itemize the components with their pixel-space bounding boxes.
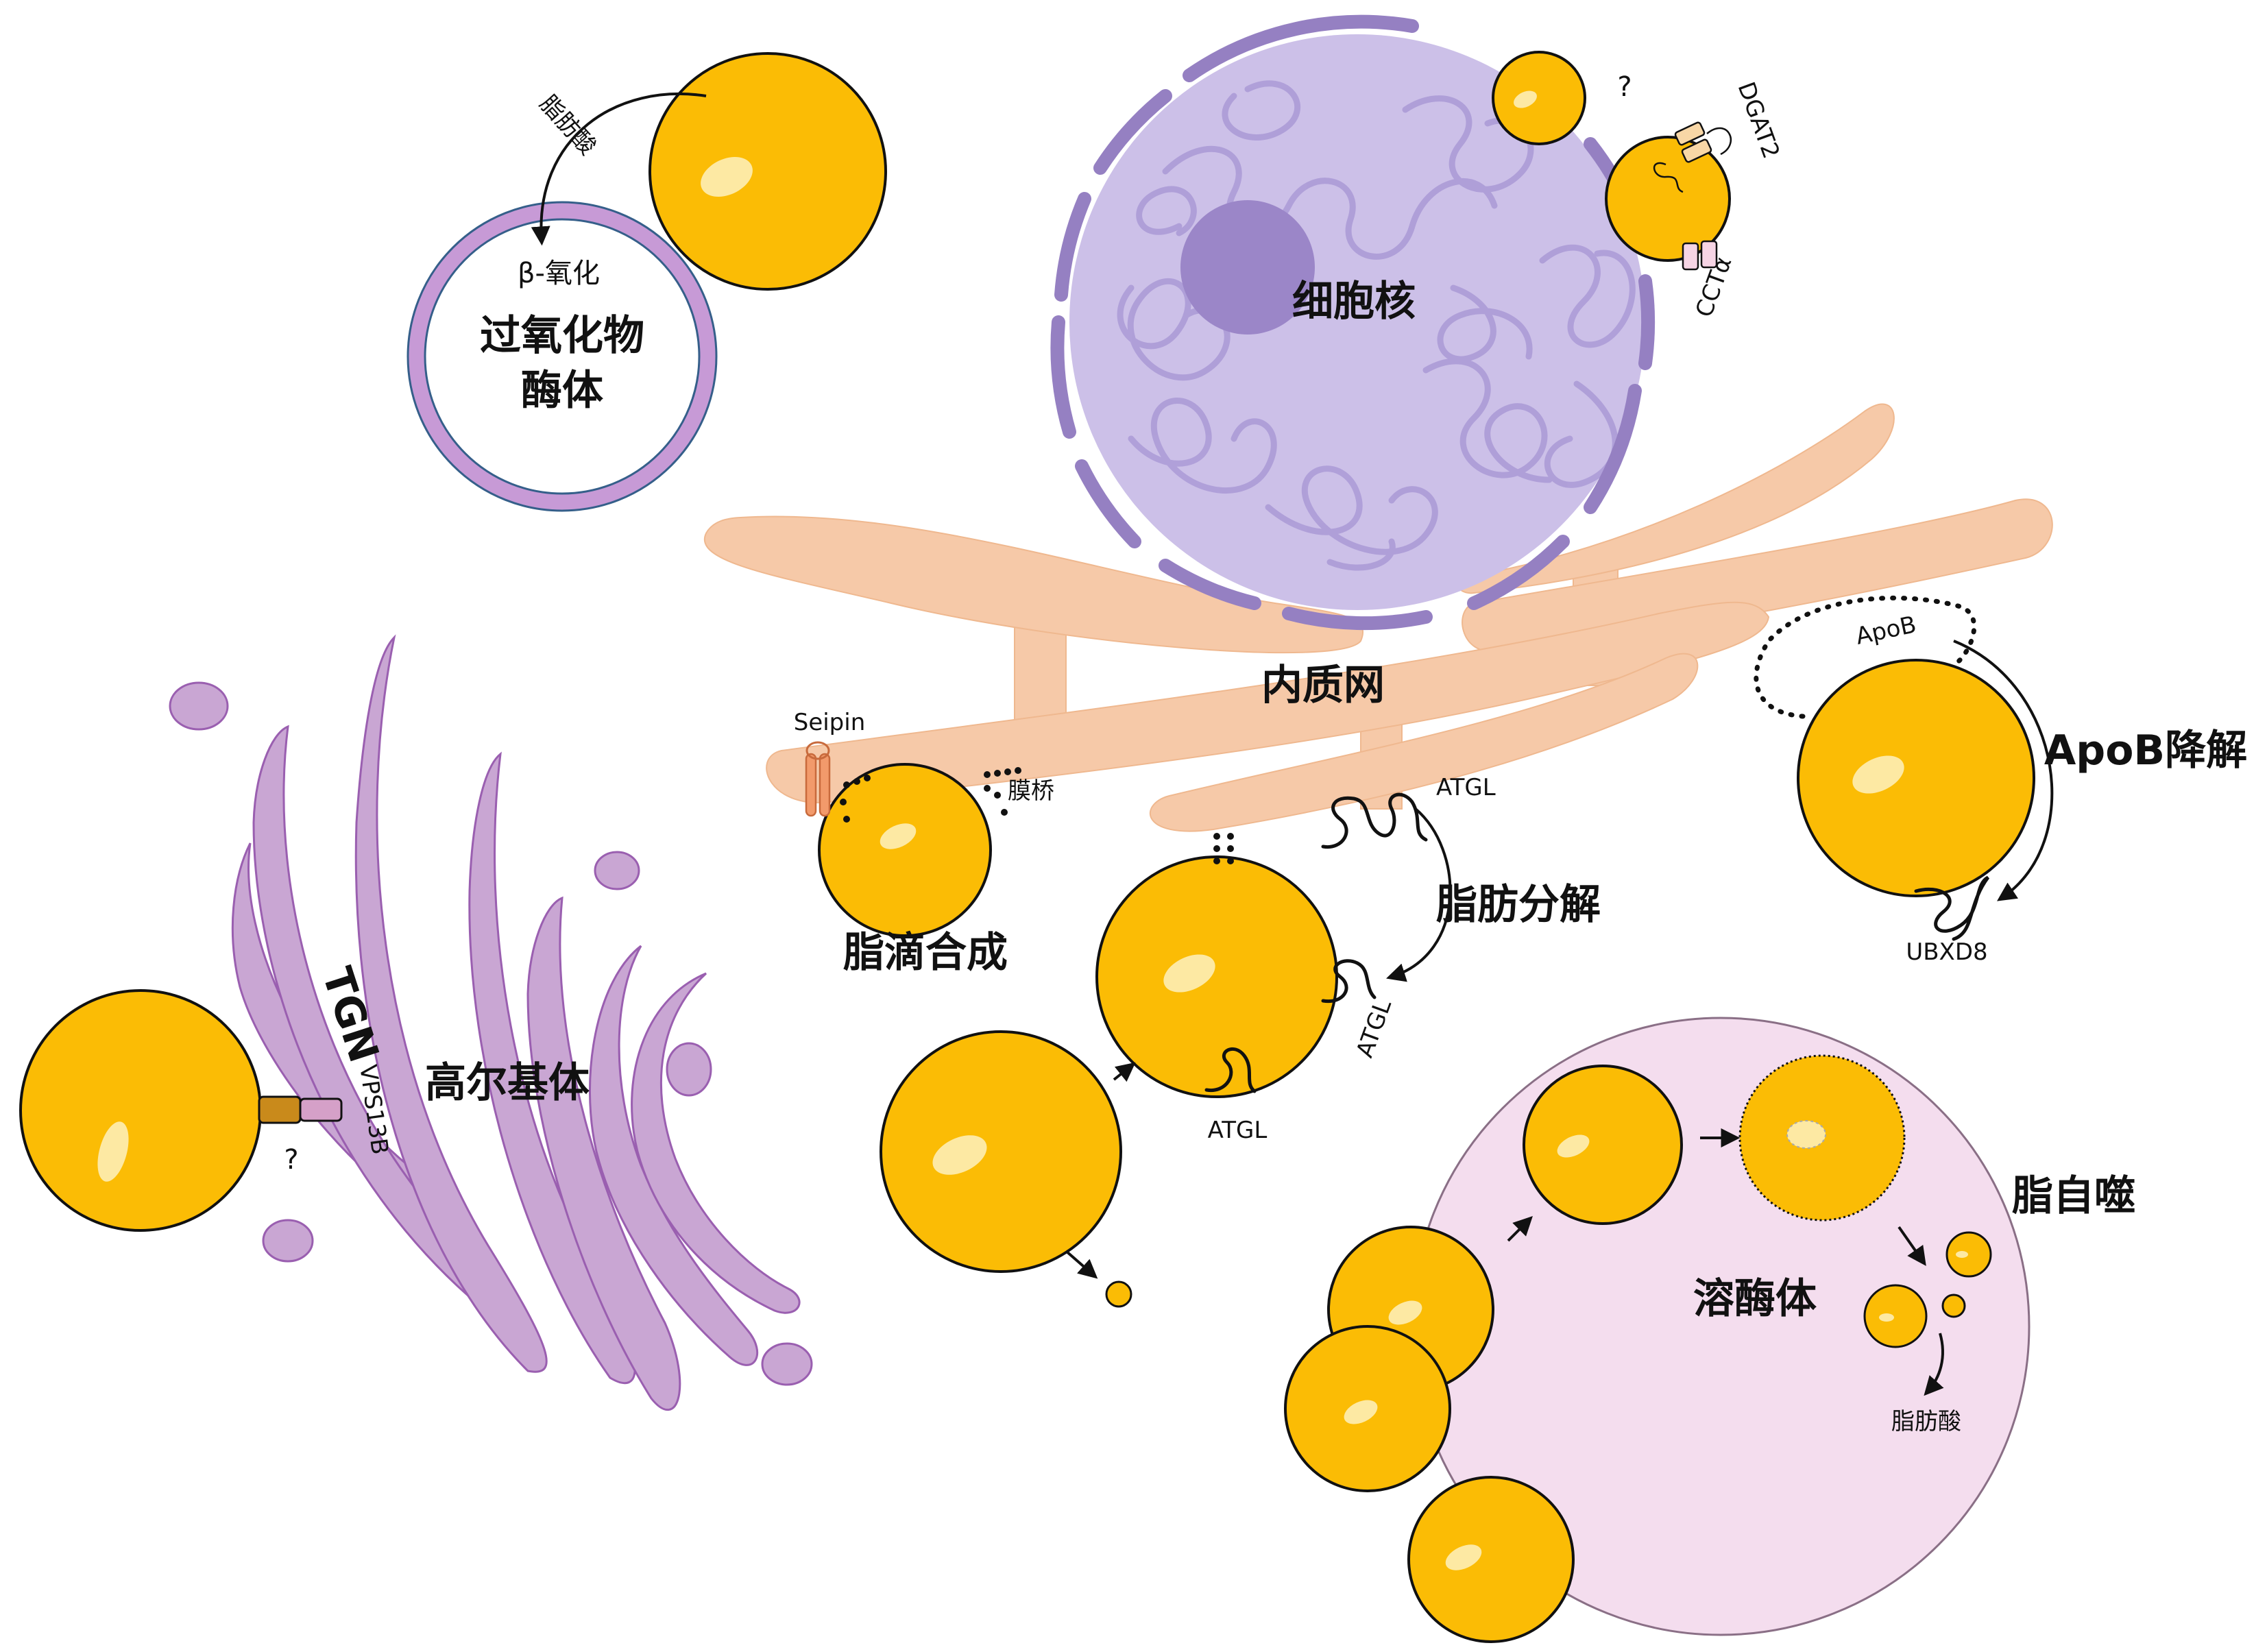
lipid-droplet-highlight <box>701 156 753 197</box>
seipin-label: Seipin <box>794 709 866 736</box>
arrow-into-lysosome <box>1507 1216 1533 1242</box>
ubxd8-label: UBXD8 <box>1906 938 1987 966</box>
atgl-label-bottom: ATGL <box>1208 1117 1268 1144</box>
atgl-protein-icon <box>1321 792 1428 849</box>
nucleus-label: 细胞核 <box>1292 278 1416 326</box>
peroxisome-label-line2: 酶体 <box>521 367 603 415</box>
peroxisome-lumen <box>424 218 701 495</box>
fatty-acid-arrow-peroxisome <box>531 92 707 246</box>
lipid-droplet-fragment <box>1945 1231 1992 1278</box>
question-mark-golgi: ? <box>284 1144 298 1176</box>
lipid-droplet-bottom <box>1407 1476 1575 1643</box>
lipid-droplet-apob <box>1797 659 2035 897</box>
ld-synthesis-label: 脂滴合成 <box>843 929 1008 977</box>
golgi-cisterna-5 <box>526 896 681 1411</box>
peroxisome: 过氧化物 酶体 β-氧化 <box>407 201 718 512</box>
arrow-to-lipolysis-droplet <box>1113 1062 1136 1082</box>
lipophagy-label: 脂自噬 <box>2012 1172 2135 1220</box>
nucleus: 细胞核 <box>1050 14 1656 631</box>
beta-oxidation-label: β-氧化 <box>518 258 600 289</box>
golgi-vesicle <box>666 1042 712 1097</box>
golgi-cisterna-7 <box>631 972 801 1314</box>
golgi-vesicle <box>169 681 229 731</box>
lipid-droplet-autophagosome <box>1523 1065 1683 1225</box>
nuclear-envelope <box>1050 14 1656 631</box>
golgi-apparatus <box>169 634 813 1411</box>
lipolysis-arrow <box>1385 807 1452 982</box>
endoplasmic-reticulum <box>703 403 2053 832</box>
lipid-droplet-synthesis <box>818 763 992 937</box>
lipid-droplet-tiny <box>1105 1280 1132 1308</box>
apob-degradation-arrow <box>1953 640 2054 901</box>
apob-dotted-envelope <box>1754 595 1977 719</box>
er-sheet-lower <box>1149 653 1699 832</box>
question-mark-nucleus: ? <box>1617 71 1632 103</box>
ubxd8-protein-icon <box>1914 875 1990 941</box>
dgat2-protein-icon <box>1653 121 1732 193</box>
golgi-vesicle <box>761 1342 813 1386</box>
ccta-protein-icon <box>1682 240 1718 271</box>
seipin-protein-icon <box>805 741 831 817</box>
lipid-droplet-fragment <box>1863 1284 1928 1348</box>
atgl-protein-icon <box>1321 959 1377 1004</box>
lipid-droplet-degrading <box>1738 1054 1906 1222</box>
golgi-cisterna-6 <box>588 945 759 1366</box>
dgat2-label: DGAT2 <box>1732 78 1785 162</box>
atgl-label-side: ATGL <box>1351 996 1397 1061</box>
lipolysis-label: 脂肪分解 <box>1436 881 1601 929</box>
membrane-bridge-label: 膜桥 <box>1008 777 1054 805</box>
arrow-to-fragments <box>1898 1226 1926 1266</box>
atgl-label-top: ATGL <box>1436 774 1496 801</box>
golgi-vesicle <box>594 851 640 890</box>
nucleolus <box>1180 200 1315 335</box>
lipid-droplet-golgi <box>19 989 262 1232</box>
atgl-protein-icon <box>1204 1047 1257 1093</box>
lipid-droplet-nucleus-small <box>1492 51 1586 145</box>
lipid-droplet-peroxisome <box>648 52 887 291</box>
lipid-droplet-dgat2 <box>1605 136 1731 262</box>
lipid-droplet-lower-left <box>880 1030 1122 1273</box>
apob-label: ApoB <box>1854 611 1919 651</box>
golgi-vesicle <box>262 1219 314 1263</box>
arrow-to-small-droplet <box>1065 1250 1098 1279</box>
vps13b-tunnel-icon <box>258 1095 343 1124</box>
er-label: 内质网 <box>1261 661 1385 709</box>
lysosome-label: 溶酶体 <box>1693 1275 1817 1323</box>
arrow-to-fatty-acid <box>1924 1333 1944 1396</box>
apob-degradation-label: ApoB降解 <box>2044 727 2247 775</box>
lipid-droplet-fragment <box>1941 1293 1966 1318</box>
fatty-acid-label-lysosome: 脂肪酸 <box>1891 1408 1961 1435</box>
membrane-bridge-dots <box>840 767 1021 823</box>
golgi-label: 高尔基体 <box>425 1059 590 1107</box>
er-sheet-top-left <box>703 515 1364 654</box>
peroxisome-label-line1: 过氧化物 <box>480 312 644 360</box>
golgi-cisterna-3 <box>354 634 548 1373</box>
nucleus-body <box>1069 34 1645 610</box>
chromatin <box>1117 80 1636 571</box>
er-contact-dots <box>1213 833 1234 864</box>
fatty-acid-label-top: 脂肪酸 <box>534 90 601 160</box>
lipid-droplet-lysosome-lower <box>1284 1325 1451 1492</box>
lipid-droplet-lipolysis <box>1095 855 1338 1098</box>
